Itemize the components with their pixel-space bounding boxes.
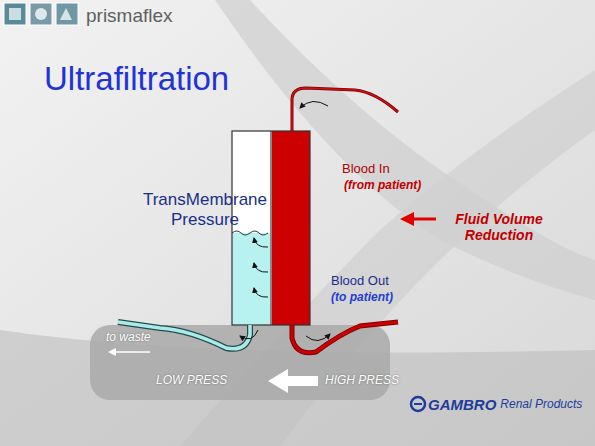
blood-compartment <box>272 131 310 325</box>
logo-icon <box>56 3 78 25</box>
blood-out-label: Blood Out <box>331 274 389 289</box>
filtrate-fluid <box>232 233 270 325</box>
waste-arrow <box>108 348 116 356</box>
logo-icon <box>30 3 52 25</box>
reduction-arrow <box>412 218 436 221</box>
pressure-label: LOW PRESS <box>156 374 227 388</box>
filter-housing <box>232 131 310 325</box>
logo-icon <box>35 8 47 20</box>
blood-in-line <box>292 88 398 131</box>
reduction-arrow <box>400 212 414 226</box>
waste-arrow <box>114 351 150 353</box>
ground-patch <box>90 325 390 400</box>
blood-out-line <box>292 322 398 353</box>
company-division: Renal Products <box>500 398 582 412</box>
company-name: GAMBRO <box>428 396 496 413</box>
gambro-symbol <box>411 397 425 411</box>
logo-text: prismaflex <box>86 5 173 27</box>
logo-icon <box>9 8 21 20</box>
pressure-arrow <box>268 369 318 393</box>
blood-in-label: Blood In <box>342 162 390 177</box>
logo-icon <box>4 3 26 25</box>
reduction-label: Fluid Volume Reduction <box>440 211 558 243</box>
flow-arrow <box>300 101 328 108</box>
pressure-label: TransMembrane Pressure <box>130 190 280 229</box>
flow-arrow <box>306 334 330 341</box>
blood-in-line <box>292 88 398 131</box>
membrane <box>270 131 272 325</box>
logo-icon <box>60 8 72 20</box>
pressure-label: HIGH PRESS <box>325 374 399 388</box>
fluid-surface <box>232 231 268 235</box>
flow-arrow <box>240 330 258 339</box>
blood-out-line <box>292 322 398 353</box>
title: Ultrafiltration <box>44 60 229 98</box>
flow-arrow <box>254 288 268 297</box>
flow-arrow <box>254 263 268 272</box>
blood-in-note: (from patient) <box>344 179 421 193</box>
flow-arrow <box>254 238 268 247</box>
blood-out-note: (to patient) <box>331 291 393 305</box>
gambro-symbol <box>414 403 422 405</box>
waste-label: to waste <box>106 331 151 345</box>
